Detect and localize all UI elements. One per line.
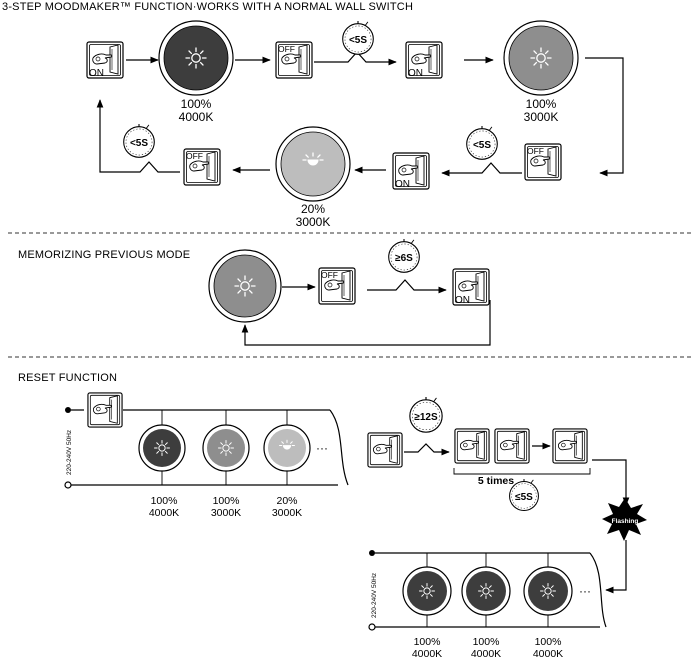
after-lamp1-pct: 100%	[414, 636, 441, 648]
reset-lamp2-k: 3000K	[211, 507, 241, 519]
after-lamp2-k: 4000K	[471, 648, 501, 660]
reset-lamp3-k: 3000K	[272, 507, 302, 519]
voltage-label: 220-240V 50Hz	[66, 430, 73, 475]
timer-lt5s-top: <5S	[342, 21, 374, 55]
svg-text:≤5S: ≤5S	[515, 492, 533, 503]
switch-toggle-3	[552, 428, 588, 464]
ellipsis-1: ···	[316, 441, 328, 455]
lamp-100-4000k	[158, 20, 234, 96]
switch-toggle-1	[454, 428, 490, 464]
step1-percent: 100%	[181, 97, 212, 111]
section3-title: RESET FUNCTION	[18, 372, 117, 384]
timer-le5s: ≤5S	[509, 479, 539, 511]
reset-lamp3-pct: 20%	[276, 495, 297, 507]
step3-kelvin: 3000K	[296, 215, 331, 229]
reset-lamp-1	[138, 424, 186, 472]
svg-text:OFF: OFF	[321, 270, 338, 280]
timer-ge12s: ≥12S	[409, 397, 443, 433]
timer-ge6s: ≥6S	[388, 239, 420, 273]
step2-kelvin: 3000K	[524, 110, 559, 124]
svg-text:ON: ON	[395, 179, 410, 190]
step3-percent: 20%	[301, 202, 325, 216]
five-times-label: 5 times	[478, 475, 514, 487]
section2-title: MEMORIZING PREVIOUS MODE	[18, 249, 190, 261]
switch-off-1: OFF	[275, 41, 313, 79]
svg-text:ON: ON	[455, 295, 470, 306]
after-lamp-2	[461, 566, 511, 616]
lamp-100-3000k	[503, 20, 579, 96]
svg-text:ON: ON	[89, 68, 104, 79]
after-lamp3-pct: 100%	[535, 636, 562, 648]
reset-lamp-3	[263, 424, 311, 472]
flash-burst-icon: Flashing	[602, 498, 647, 541]
step2-percent: 100%	[526, 97, 557, 111]
lamp-memorized	[208, 249, 282, 323]
switch-on-3: ON	[392, 152, 430, 190]
switch-off-memory: OFF	[318, 267, 356, 305]
svg-text:OFF: OFF	[527, 146, 544, 156]
svg-text:<5S: <5S	[473, 140, 491, 151]
wall-switch-icon	[367, 432, 403, 468]
wall-switch-icon	[552, 428, 588, 464]
reset-lamp2-pct: 100%	[213, 495, 240, 507]
after-lamp3-k: 4000K	[533, 648, 563, 660]
switch-on-2: ON	[405, 41, 443, 79]
svg-text:≥12S: ≥12S	[414, 412, 438, 423]
step1-kelvin: 4000K	[179, 110, 214, 124]
after-lamp1-k: 4000K	[412, 648, 442, 660]
after-lamp2-pct: 100%	[473, 636, 500, 648]
lamp-20-3000k	[275, 126, 351, 202]
voltage-label-2: 220-240V 50Hz	[371, 573, 378, 618]
after-lamp-3	[523, 566, 573, 616]
switch-reset-main	[87, 392, 123, 428]
timer-lt5s-right: <5S	[466, 126, 498, 160]
svg-text:Flashing: Flashing	[612, 518, 639, 525]
svg-text:<5S: <5S	[130, 138, 148, 149]
svg-text:≥6S: ≥6S	[395, 253, 413, 264]
section1-title: 3-STEP MOODMAKER™ FUNCTION·WORKS WITH A …	[2, 1, 413, 13]
svg-text:ON: ON	[408, 68, 423, 79]
svg-text:<5S: <5S	[349, 35, 367, 46]
wall-switch-icon	[494, 428, 530, 464]
svg-text:OFF: OFF	[278, 44, 295, 54]
svg-text:OFF: OFF	[186, 151, 203, 161]
after-lamp-1	[402, 566, 452, 616]
switch-toggle-2	[494, 428, 530, 464]
switch-reset-hold	[367, 432, 403, 468]
switch-off-3: OFF	[183, 148, 221, 186]
switch-off-2: OFF	[524, 143, 562, 181]
timer-lt5s-left: <5S	[123, 124, 155, 158]
wall-switch-icon	[454, 428, 490, 464]
ellipsis-2: ···	[579, 584, 591, 598]
reset-lamp-2	[202, 424, 250, 472]
reset-lamp1-pct: 100%	[151, 495, 178, 507]
switch-on-1: ON	[86, 41, 124, 79]
wall-switch-icon	[87, 392, 123, 428]
reset-lamp1-k: 4000K	[149, 507, 179, 519]
switch-on-memory: ON	[452, 268, 490, 306]
